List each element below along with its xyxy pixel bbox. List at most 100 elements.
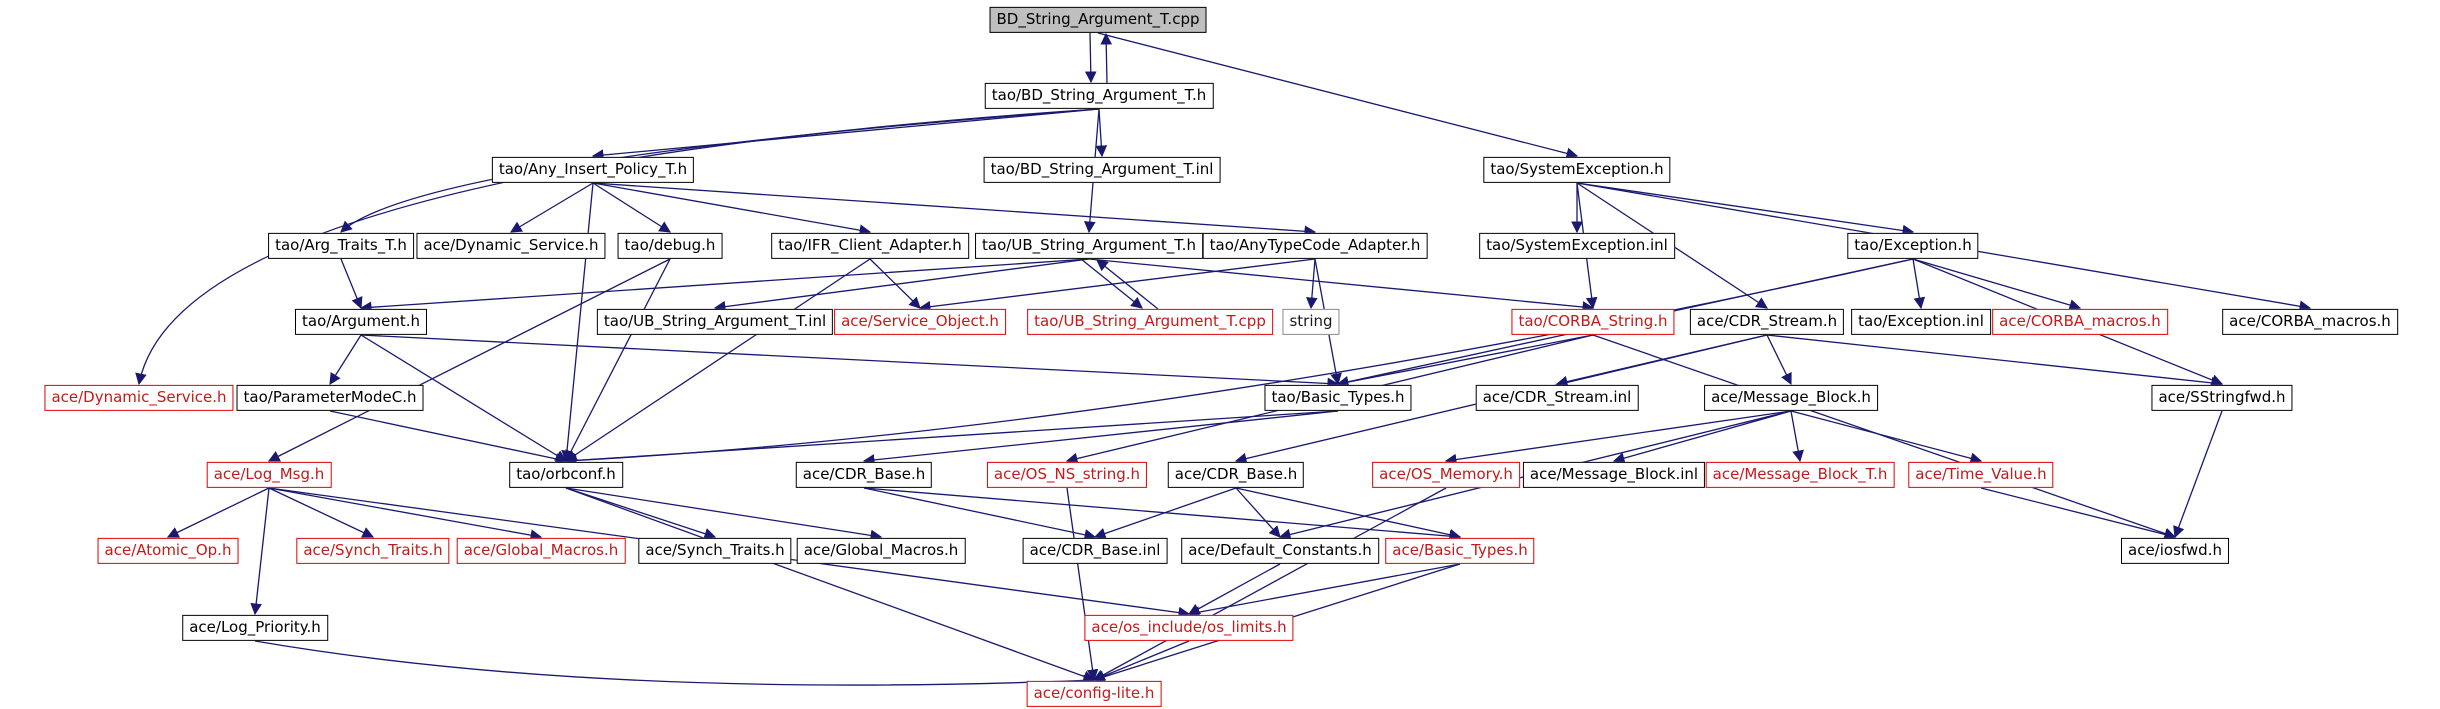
graph-edge-n27-n35 <box>1612 410 1792 464</box>
graph-node-ace-service-object-h[interactable]: ace/Service_Object.h <box>834 308 1006 336</box>
graph-node-tao-corba-string-h[interactable]: tao/CORBA_String.h <box>1511 308 1675 336</box>
graph-edge-n13-n30 <box>360 334 567 462</box>
graph-node-ace-os-ns-string-h[interactable]: ace/OS_NS_string.h <box>986 461 1148 489</box>
graph-edge-n33-n45 <box>1235 487 1462 541</box>
graph-node-tao-ifr-client-adapter-h[interactable]: tao/IFR_Client_Adapter.h <box>771 232 969 260</box>
graph-edge-n8-n30 <box>565 258 871 462</box>
graph-edge-n33-n43 <box>1093 487 1237 540</box>
graph-node-ace-cdr-stream-inl[interactable]: ace/CDR_Stream.inl <box>1475 384 1639 412</box>
graph-edge-n29-n47 <box>250 487 270 616</box>
graph-edge-n10-n15 <box>918 258 1316 313</box>
graph-node-ace-cdr-stream-h[interactable]: ace/CDR_Stream.h <box>1689 308 1845 336</box>
graph-node-ace-log-msg-h[interactable]: ace/Log_Msg.h <box>206 461 332 489</box>
graph-edge-n2-n6 <box>509 182 594 233</box>
graph-edge-n48-n49 <box>1092 640 1190 682</box>
graph-edge-n2-n10 <box>592 182 1317 238</box>
graph-edge-n18-n25 <box>1336 334 1594 388</box>
graph-edge-n2-n7 <box>592 182 671 233</box>
graph-edge-n29-n40 <box>268 487 543 541</box>
graph-edge-n0-n1 <box>1084 32 1097 84</box>
graph-edge-n25-n30 <box>564 410 1339 467</box>
graph-node-ace-sstringfwd-h[interactable]: ace/SStringfwd.h <box>2151 384 2293 412</box>
graph-edge-n31-n43 <box>863 487 1097 541</box>
graph-node-tao-parametermodec-h[interactable]: tao/ParameterModeC.h <box>236 384 424 412</box>
graph-node-ace-corba-macros-h[interactable]: ace/CORBA_macros.h <box>1992 308 2168 336</box>
graph-edge-n9-n14 <box>713 258 1090 313</box>
graph-node-ace-global-macros-h[interactable]: ace/Global_Macros.h <box>456 537 626 565</box>
graph-edge-n47-n49 <box>254 640 1096 687</box>
graph-node-ace-os-memory-h[interactable]: ace/OS_Memory.h <box>1372 461 1520 489</box>
graph-node-tao-bd-string-argument-t-inl[interactable]: tao/BD_String_Argument_T.inl <box>983 156 1221 184</box>
graph-edge-n16-n9 <box>1096 259 1159 310</box>
graph-node-tao-exception-h[interactable]: tao/Exception.h <box>1847 232 1979 260</box>
graph-edge-n30-n49 <box>565 487 1096 682</box>
graph-node-ace-cdr-base-h[interactable]: ace/CDR_Base.h <box>1167 461 1305 489</box>
graph-edge-n13-n24 <box>329 334 362 385</box>
graph-edge-n12-n21 <box>1912 258 2082 311</box>
graph-edge-n5-n13 <box>340 258 363 310</box>
graph-node-tao-ub-string-argument-t-inl[interactable]: tao/UB_String_Argument_T.inl <box>596 308 834 336</box>
graph-node-tao-systemexception-h[interactable]: tao/SystemException.h <box>1483 156 1671 184</box>
graph-node-ace-global-macros-h[interactable]: ace/Global_Macros.h <box>796 537 966 565</box>
graph-node-tao-any-insert-policy-t-h[interactable]: tao/Any_Insert_Policy_T.h <box>491 156 695 184</box>
graph-node-tao-bd-string-argument-t-h[interactable]: tao/BD_String_Argument_T.h <box>984 82 1214 110</box>
graph-node-ace-log-priority-h[interactable]: ace/Log_Priority.h <box>182 614 328 642</box>
graph-node-ace-basic-types-h[interactable]: ace/Basic_Types.h <box>1385 537 1535 565</box>
graph-edge-n10-n17 <box>1306 258 1318 310</box>
graph-edge-n1-n23 <box>135 108 1100 386</box>
graph-edge-n13-n25 <box>360 334 1340 390</box>
graph-edge-n2-n8 <box>592 182 872 236</box>
graph-node-ace-config-lite-h[interactable]: ace/config-lite.h <box>1026 680 1162 708</box>
graph-edge-n25-n31 <box>862 410 1339 466</box>
graph-edge-n7-n30 <box>565 258 671 463</box>
graph-edge-n32-n49 <box>1066 487 1099 682</box>
graph-node-ace-default-constants-h[interactable]: ace/Default_Constants.h <box>1181 537 1379 565</box>
graph-edge-n19-n27 <box>1766 334 1792 386</box>
graph-node-ace-message-block-t-h[interactable]: ace/Message_Block_T.h <box>1705 461 1895 489</box>
graph-node-tao-ub-string-argument-t-cpp[interactable]: tao/UB_String_Argument_T.cpp <box>1027 308 1273 336</box>
graph-edge-n27-n36 <box>1790 410 1804 463</box>
graph-node-tao-orbconf-h[interactable]: tao/orbconf.h <box>509 461 623 489</box>
graph-node-ace-message-block-inl[interactable]: ace/Message_Block.inl <box>1522 461 1706 489</box>
graph-node-tao-argument-h[interactable]: tao/Argument.h <box>294 308 428 336</box>
graph-edge-n9-n18 <box>1088 258 1595 313</box>
graph-node-ace-synch-traits-h[interactable]: ace/Synch_Traits.h <box>638 537 792 565</box>
graph-edge-n0-n4 <box>1097 32 1579 160</box>
graph-edge-n12-n20 <box>1912 258 1926 310</box>
graph-edge-n19-n28 <box>1766 334 2224 389</box>
graph-node-string[interactable]: string <box>1282 308 1340 336</box>
graph-node-tao-basic-types-h[interactable]: tao/Basic_Types.h <box>1264 384 1412 412</box>
graph-edge-n9-n16 <box>1080 258 1143 309</box>
graph-edge-n27-n37 <box>1790 410 1983 464</box>
graph-node-ace-message-block-h[interactable]: ace/Message_Block.h <box>1704 384 1878 412</box>
graph-edge-n44-n48 <box>1187 563 1281 615</box>
graph-node-ace-dynamic-service-h[interactable]: ace/Dynamic_Service.h <box>416 232 606 260</box>
graph-node-ace-cdr-base-inl[interactable]: ace/CDR_Base.inl <box>1022 537 1168 565</box>
graph-node-ace-iosfwd-h[interactable]: ace/iosfwd.h <box>2121 537 2229 565</box>
graph-node-tao-arg-traits-t-h[interactable]: tao/Arg_Traits_T.h <box>268 232 414 260</box>
graph-edge-n1-n0 <box>1100 32 1113 84</box>
graph-node-tao-systemexception-inl[interactable]: tao/SystemException.inl <box>1479 232 1675 260</box>
graph-edge-n4-n12 <box>1576 182 1915 237</box>
graph-edge-n1-n3 <box>1095 108 1108 158</box>
graph-node-ace-corba-macros-h[interactable]: ace/CORBA_macros.h <box>2222 308 2398 336</box>
graph-node-ace-os-include-os-limits-h[interactable]: ace/os_include/os_limits.h <box>1084 614 1294 642</box>
graph-node-ace-time-value-h[interactable]: ace/Time_Value.h <box>1908 461 2054 489</box>
graph-edge-n29-n39 <box>268 487 375 538</box>
graph-node-tao-exception-inl[interactable]: tao/Exception.inl <box>1851 308 1991 336</box>
graph-edge-n29-n38 <box>166 487 270 538</box>
graph-node-tao-debug-h[interactable]: tao/debug.h <box>617 232 723 260</box>
graph-node-ace-cdr-base-h[interactable]: ace/CDR_Base.h <box>795 461 933 489</box>
graph-edge-n34-n49 <box>1092 487 1447 681</box>
graph-node-ace-dynamic-service-h[interactable]: ace/Dynamic_Service.h <box>44 384 234 412</box>
graph-edge-n12-n30 <box>564 258 1914 467</box>
graph-edge-n37-n46 <box>1980 487 2177 541</box>
graph-node-ace-synch-traits-h[interactable]: ace/Synch_Traits.h <box>296 537 450 565</box>
graph-node-bd-string-argument-t-cpp[interactable]: BD_String_Argument_T.cpp <box>989 6 1207 34</box>
graph-edge-n7-n29 <box>267 258 671 462</box>
graph-node-ace-atomic-op-h[interactable]: ace/Atomic_Op.h <box>97 537 239 565</box>
graph-node-tao-ub-string-argument-t-h[interactable]: tao/UB_String_Argument_T.h <box>975 232 1203 260</box>
graph-node-tao-anytypecode-adapter-h[interactable]: tao/AnyTypeCode_Adapter.h <box>1202 232 1428 260</box>
